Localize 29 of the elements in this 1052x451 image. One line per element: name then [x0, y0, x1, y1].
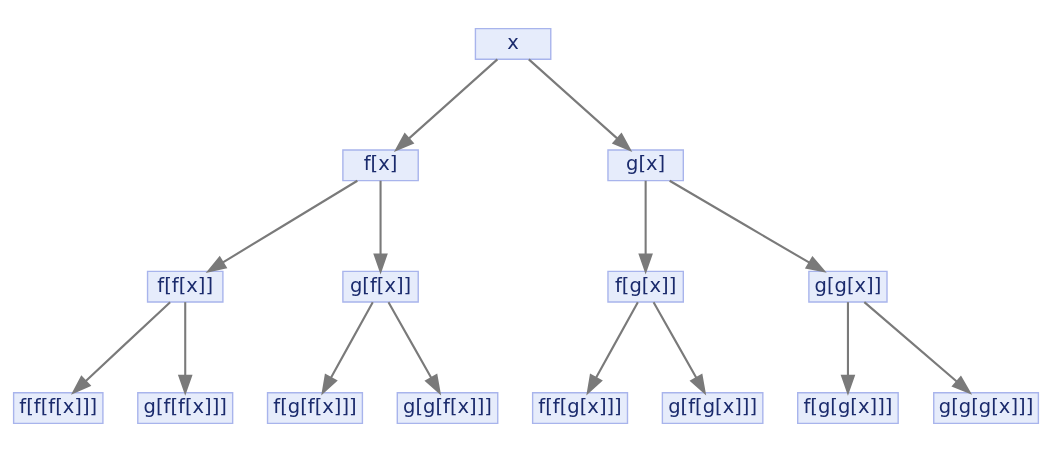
arrow	[177, 301, 193, 396]
node-box: g[f[f[x]]]	[137, 391, 234, 424]
node-box: f[f[x]]	[146, 270, 224, 303]
node-box: f[g[f[x]]]	[266, 391, 364, 424]
node-box: f[x]	[342, 148, 419, 181]
arrow	[586, 301, 639, 395]
node-box: f[f[f[x]]]	[12, 391, 104, 424]
node-box: g[g[x]]	[808, 270, 888, 303]
node-box: g[x]	[607, 148, 684, 181]
arrow	[528, 58, 633, 152]
arrow	[71, 300, 171, 395]
node-box: g[f[x]]	[342, 270, 419, 303]
node-box: g[g[f[x]]]	[396, 391, 499, 424]
node-box: g[f[g[x]]]	[661, 391, 764, 424]
node-box: x	[474, 27, 552, 60]
arrow	[393, 58, 499, 152]
arrow	[205, 179, 358, 273]
arrow	[387, 301, 442, 395]
arrow	[321, 301, 374, 395]
arrow	[863, 300, 973, 395]
arrow	[652, 301, 707, 395]
node-box: g[g[g[x]]]	[933, 391, 1040, 424]
arrow	[840, 301, 856, 396]
arrow	[373, 180, 388, 274]
node-box: f[g[x]]	[607, 270, 684, 303]
node-box: f[g[g[x]]]	[797, 391, 899, 424]
arrow	[669, 179, 827, 273]
arrow	[638, 180, 653, 274]
node-box: f[f[g[x]]]	[531, 391, 629, 424]
